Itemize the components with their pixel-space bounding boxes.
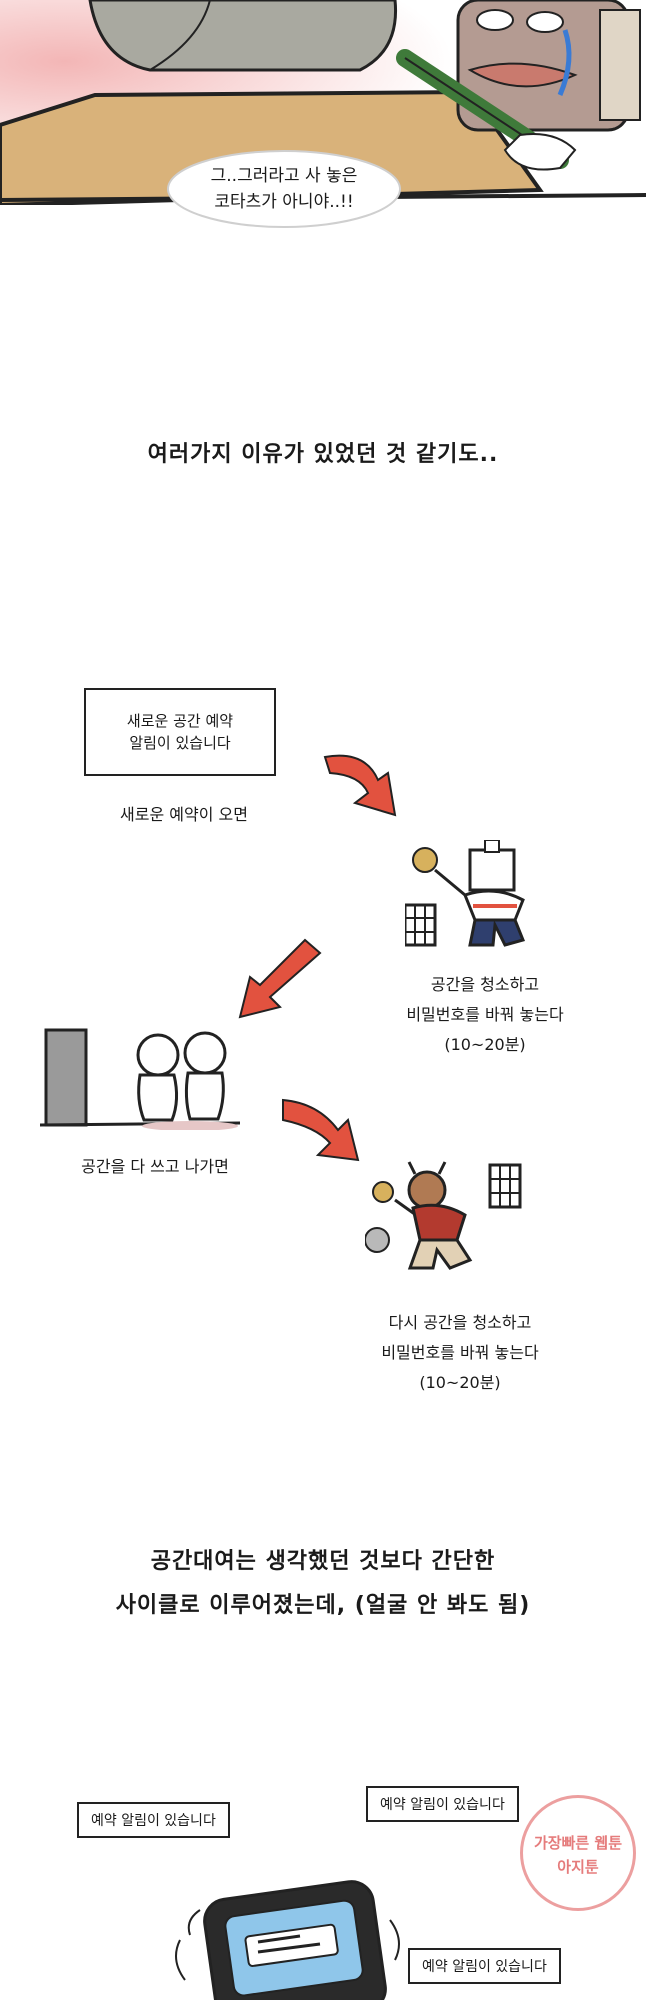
arrow-icon-3	[282, 1098, 360, 1162]
narration2-line-1: 공간대여는 생각했던 것보다 간단한	[150, 1549, 496, 1574]
step4-line-1: 다시 공간을 청소하고	[388, 1313, 532, 1332]
step2-caption: 공간을 청소하고 비밀번호를 바꿔 놓는다 (10~20분)	[390, 970, 580, 1060]
step3-caption: 공간을 다 쓰고 나가면	[81, 1157, 229, 1176]
narration-text-1: 여러가지 이유가 있었던 것 같기도..	[147, 442, 499, 467]
cleaning-character-illustration	[405, 840, 526, 947]
narration-text-2: 공간대여는 생각했던 것보다 간단한 사이클로 이루어졌는데, (얼굴 안 봐도…	[0, 1540, 646, 1628]
top-comic-panel	[0, 0, 646, 205]
step2-line-3: (10~20분)	[444, 1035, 526, 1054]
step1-caption: 새로운 예약이 오면	[120, 805, 248, 824]
watermark-line-1: 가장빠른 웹툰	[533, 1834, 623, 1852]
step4-line-3: (10~20분)	[419, 1373, 501, 1392]
watermark-stamp: 가장빠른 웹툰 아지툰	[520, 1795, 636, 1911]
narration2-line-2: 사이클로 이루어졌는데, (얼굴 안 봐도 됨)	[115, 1593, 531, 1618]
speech-bubble-shape	[167, 150, 401, 228]
speech-line-2: 코타츠가 아니야..!!	[214, 192, 354, 212]
notification-line-2: 알림이 있습니다	[129, 734, 231, 752]
speech-line-1: 그..그러라고 사 놓은	[210, 166, 358, 186]
watermark-line-2: 아지툰	[557, 1858, 599, 1876]
step2-line-2: 비밀번호를 바꿔 놓는다	[406, 1005, 564, 1024]
alert-label-1: 예약 알림이 있습니다	[77, 1802, 230, 1838]
deer-cleaning-character-illustration	[365, 1161, 522, 1270]
speech-text: 그..그러라고 사 놓은 코타츠가 아니야..!!	[165, 148, 403, 230]
leaving-characters-illustration	[40, 1028, 240, 1130]
step4-line-2: 비밀번호를 바꿔 놓는다	[381, 1343, 539, 1362]
notification-line-1: 새로운 공간 예약	[126, 712, 234, 730]
alert-label-2: 예약 알림이 있습니다	[366, 1786, 519, 1822]
notification-box: 새로운 공간 예약 알림이 있습니다	[84, 688, 276, 776]
arrow-icon-2	[238, 938, 322, 1019]
arrow-icon-1	[323, 754, 397, 817]
phone-illustration	[175, 1880, 400, 2000]
alert-label-3: 예약 알림이 있습니다	[408, 1948, 561, 1984]
speech-bubble: 그..그러라고 사 놓은 코타츠가 아니야..!!	[165, 148, 403, 230]
step2-line-1: 공간을 청소하고	[430, 975, 540, 994]
step4-caption: 다시 공간을 청소하고 비밀번호를 바꿔 놓는다 (10~20분)	[355, 1308, 565, 1398]
top-panel-illustration	[0, 0, 646, 205]
